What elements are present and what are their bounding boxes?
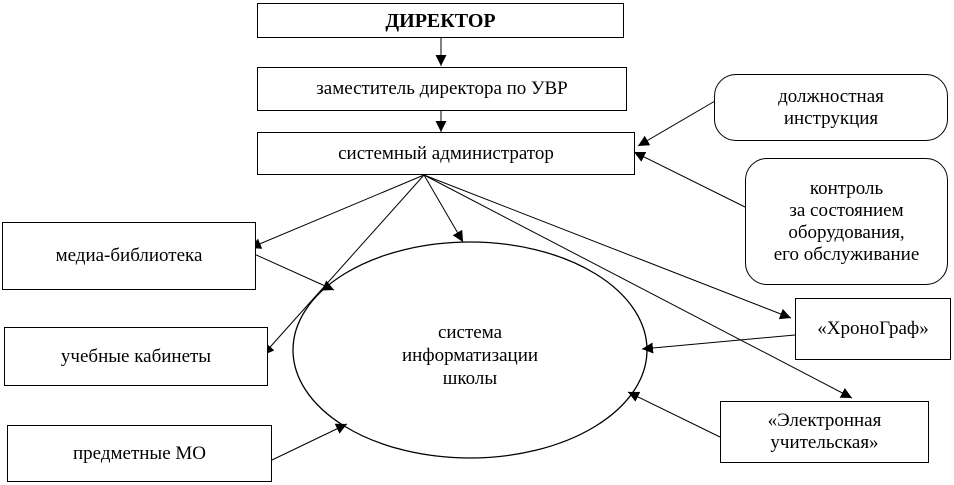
classrooms-box: учебные кабинеты: [4, 327, 268, 386]
director-box: ДИРЕКТОР: [257, 3, 624, 38]
arrow-electronic-to-ellipse: [627, 391, 721, 438]
equipment-control-box: контроль за состоянием оборудования, его…: [745, 158, 948, 285]
arrow-sysadmin-to-electronic: [423, 174, 853, 399]
subject-mo-label: предметные МО: [72, 442, 206, 464]
equipment-control-label: контроль за состоянием оборудования, его…: [773, 177, 920, 265]
media-library-box: медиа-библиотека: [2, 222, 256, 290]
arrow-media-to-ellipse: [253, 253, 335, 291]
arrow-mo-to-ellipse: [271, 423, 348, 461]
arrow-control-to-sysadmin: [633, 151, 746, 208]
director-label: ДИРЕКТОР: [385, 9, 496, 32]
arrow-sysadmin-to-classrooms: [262, 174, 425, 356]
arrow-sysadmin-to-chronograph: [423, 174, 792, 320]
subject-mo-box: предметные МО: [7, 425, 272, 482]
arrow-sysadmin-to-media: [249, 174, 425, 249]
job-instruction-box: должностная инструкция: [714, 74, 948, 141]
classrooms-label: учебные кабинеты: [60, 345, 212, 367]
electronic-staffroom-label: «Электронная учительская»: [767, 410, 882, 453]
chronograph-box: «ХроноГраф»: [795, 298, 951, 360]
arrow-instruction-to-sysadmin: [637, 100, 716, 147]
chronograph-label: «ХроноГраф»: [817, 318, 929, 339]
media-library-label: медиа-библиотека: [55, 245, 203, 266]
sysadmin-box: системный администратор: [257, 132, 635, 175]
informatization-label: система информатизации школы: [401, 321, 539, 389]
sysadmin-label: системный администратор: [338, 142, 554, 164]
deputy-box: заместитель директора по УВР: [257, 67, 627, 111]
job-instruction-label: должностная инструкция: [778, 85, 884, 129]
arrow-chronograph-to-ellipse: [641, 334, 796, 354]
electronic-staffroom-box: «Электронная учительская»: [720, 401, 929, 463]
arrow-sysadmin-to-ellipse: [423, 174, 464, 243]
deputy-label: заместитель директора по УВР: [316, 78, 568, 99]
